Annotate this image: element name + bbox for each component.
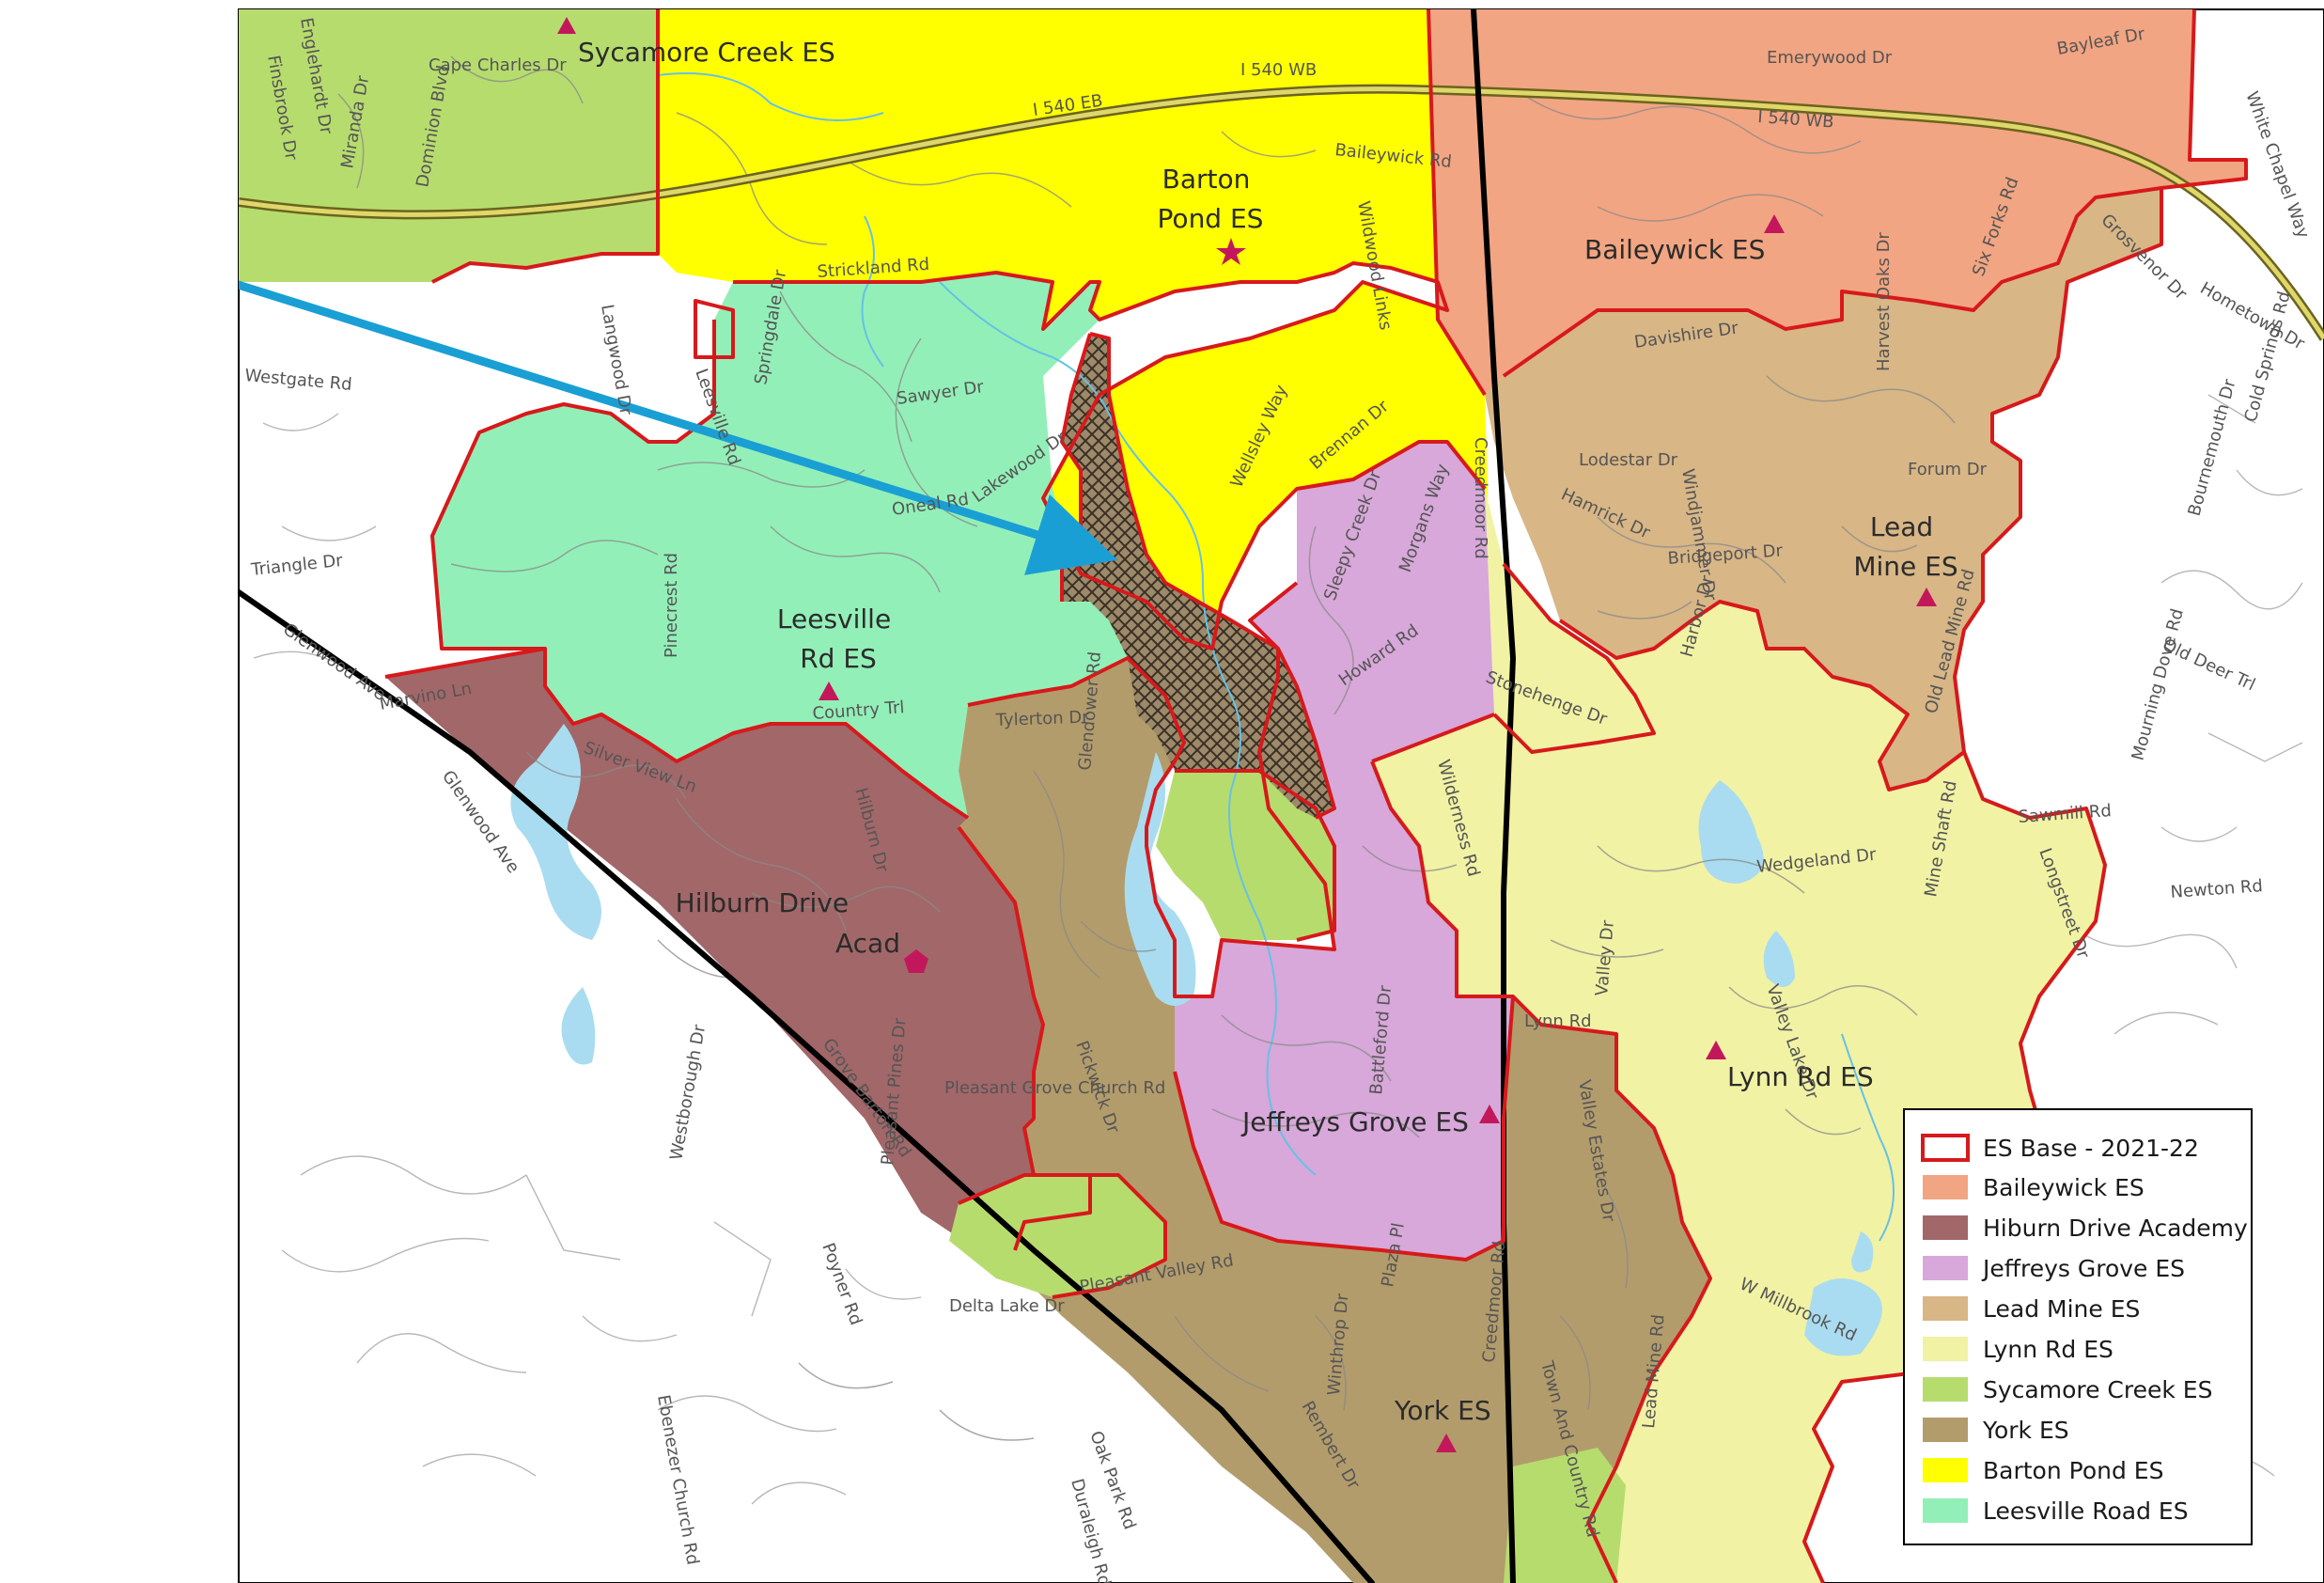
zone-sycamore-south-west [949, 1175, 1165, 1297]
marker-hilburn-acad [904, 949, 928, 973]
legend-item-label: Sycamore Creek ES [1983, 1376, 2212, 1403]
street-label: Lodestar Dr [1579, 450, 1678, 470]
hatched-reassignment-area [1062, 334, 1334, 818]
streams [657, 72, 1895, 1242]
water-bodies [510, 724, 1882, 1356]
marker-barton-pond-es [1216, 238, 1246, 265]
marker-jeffreys-grove-es [1479, 1105, 1500, 1123]
zone-jeffreys-grove [1175, 442, 1513, 1260]
legend-boundary-swatch [1921, 1134, 1970, 1162]
minor-roads [337, 55, 1956, 1441]
legend-swatch [1923, 1256, 1968, 1280]
legend-swatch [1923, 1296, 1968, 1321]
legend: ES Base - 2021-22 Baileywick ES Hiburn Dr… [1903, 1108, 2253, 1545]
street-label: Lynn Rd [1524, 1011, 1592, 1031]
pointer-arrow [239, 280, 1118, 575]
legend-item-label: Leesville Road ES [1983, 1497, 2189, 1525]
legend-item-label: Barton Pond ES [1983, 1457, 2163, 1484]
legend-item-label: Hiburn Drive Academy [1983, 1215, 2248, 1242]
street-label: Pinecrest Rd [662, 553, 681, 658]
street-label: I 540 WB [1240, 60, 1317, 80]
zone-leesville [432, 273, 1128, 818]
legend-item-label: York ES [1982, 1417, 2069, 1444]
marker-lead-mine-es [1916, 588, 1937, 606]
label-baileywick-es: Baileywick ES [1584, 234, 1765, 265]
label-lead-mine-es: Lead Mine ES [1853, 511, 1957, 582]
glenwood-avenue-line [239, 589, 1375, 1583]
street-label: Forum Dr [1908, 460, 1988, 479]
label-sycamore-creek-es: Sycamore Creek ES [578, 37, 835, 68]
zone-barton-pond [658, 9, 1654, 752]
legend-swatch [1923, 1458, 1968, 1482]
label-lynn-rd-es: Lynn Rd ES [1727, 1061, 1874, 1092]
marker-leesville-rd-es [819, 682, 839, 700]
legend-swatch [1923, 1418, 1968, 1442]
street-label: Harvest Oaks Dr [1874, 232, 1894, 371]
marker-sycamore-creek-es [557, 17, 576, 34]
label-jeffreys-grove-es: Jeffreys Grove ES [1240, 1106, 1469, 1137]
creedmoor-road-line [1471, 9, 1517, 1583]
street-label: Creedmoor Rd [1471, 437, 1490, 559]
major-roads [239, 9, 1517, 1583]
legend-swatch [1923, 1498, 1968, 1523]
street-label: Pleasant Grove Church Rd [944, 1078, 1165, 1098]
legend-item-label: Lynn Rd ES [1983, 1336, 2113, 1363]
legend-item-label: Lead Mine ES [1983, 1295, 2140, 1323]
legend-swatch [1923, 1377, 1968, 1402]
street-label: Cape Charles Dr [429, 55, 567, 75]
label-barton-pond-es: Barton Pond ES [1158, 164, 1264, 234]
school-markers [557, 17, 1937, 1452]
marker-baileywick-es [1764, 214, 1785, 233]
marker-york-es [1436, 1434, 1457, 1452]
zone-sycamore-south [1504, 1448, 1626, 1583]
marker-lynn-rd-es [1706, 1041, 1726, 1059]
school-labels: Sycamore Creek ES Barton Pond ES Baileyw… [578, 37, 1958, 1426]
label-york-es: York ES [1394, 1395, 1491, 1426]
legend-swatch [1923, 1175, 1968, 1199]
street-label: Tylerton Dr [994, 708, 1089, 730]
street-label: Delta Lake Dr [949, 1296, 1065, 1316]
legend-swatch [1923, 1215, 1968, 1240]
highway-i540 [239, 84, 2324, 341]
legend-swatch [1923, 1337, 1968, 1361]
label-leesville-rd-es: Leesville Rd ES [777, 603, 899, 674]
street-label: Emerywood Dr [1767, 48, 1893, 68]
label-hilburn-drive-acad: Hilburn Drive Acad [676, 887, 900, 959]
legend-item-label: Jeffreys Grove ES [1981, 1255, 2185, 1282]
zone-baileywick [1428, 9, 2246, 395]
legend-item-label: Baileywick ES [1983, 1174, 2145, 1201]
zone-lead-mine [1485, 188, 2161, 790]
legend-boundary-label: ES Base - 2021-22 [1983, 1135, 2199, 1162]
zone-sycamore-center [1156, 771, 1334, 940]
